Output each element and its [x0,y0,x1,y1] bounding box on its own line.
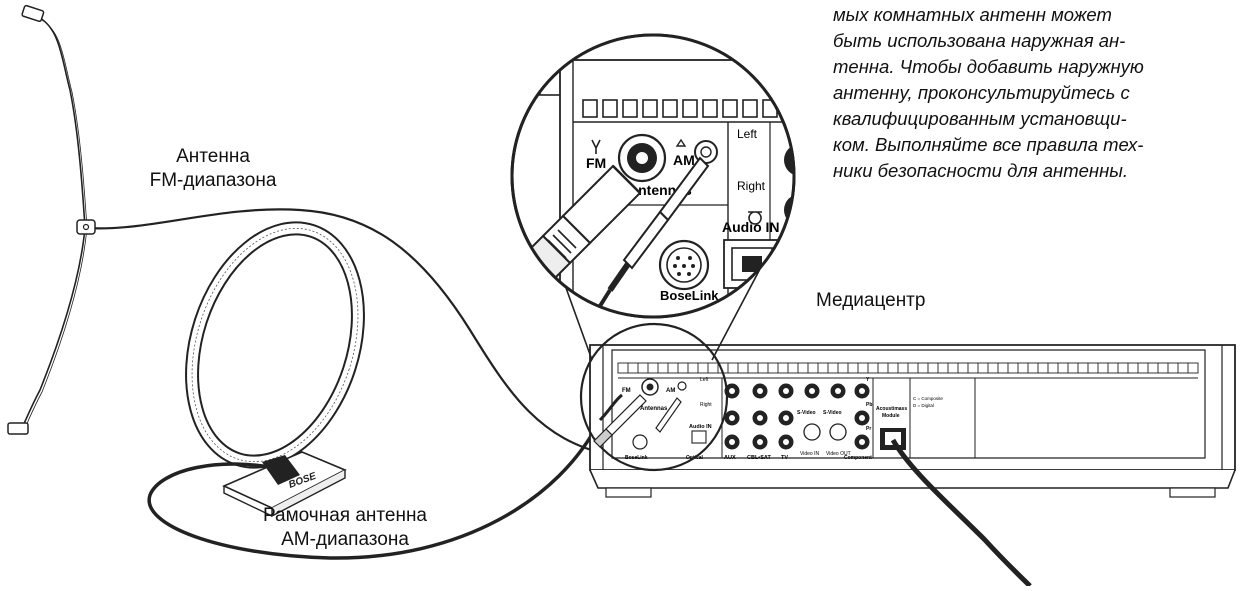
svg-text:AM: AM [666,388,675,394]
note-line: квалифицированным установщи- [833,108,1127,129]
magnified-audio-in-label: Audio IN [722,219,780,235]
magnified-panel: FM AM Antennas Left Right Audio IN [510,33,796,319]
am-loop-antenna: BOSE [185,221,365,518]
am-antenna-cable [147,419,602,560]
note-line: антенну, проконсультируйтесь с [833,82,1130,103]
svg-text:AUX: AUX [724,455,736,461]
am-antenna-label: Рамочная антенна AM-диапазона [210,504,480,552]
svg-text:BoseLink: BoseLink [625,455,648,461]
svg-text:Antennas: Antennas [640,406,668,412]
note-line: тенна. Чтобы добавить наружную [833,56,1144,77]
magnified-right-label: Right [737,179,766,193]
svg-text:Pb: Pb [866,402,872,408]
note-line: мых комнатных антенн может [833,4,1112,25]
fm-antenna-junction [76,219,96,235]
fm-antenna-end-bottom [7,422,29,435]
media-center-label: Медиацентр [816,290,926,311]
svg-text:S-Video: S-Video [823,410,842,416]
svg-text:Audio IN: Audio IN [689,424,712,430]
magnifier-small-circle [579,322,729,472]
svg-text:D = Digital: D = Digital [913,403,934,408]
fm-antenna [21,17,611,457]
magnified-am-label: AM [673,152,695,168]
svg-text:S-Video: S-Video [797,410,816,416]
svg-text:CBL•SAT: CBL•SAT [747,455,771,461]
magnified-boselink-label: BoseLink [660,288,719,303]
svg-text:Right: Right [700,402,712,408]
svg-text:Acoustimass: Acoustimass [876,406,907,412]
acoustimass-cable [890,438,1032,588]
small-plugs [593,394,682,448]
svg-text:C = Composite: C = Composite [913,396,943,401]
magnified-left-label: Left [737,127,758,141]
svg-text:FM: FM [622,388,631,394]
fm-antenna-label: Антенна FM-диапазона [138,145,288,193]
am-antenna-label-line-1: Рамочная антенна [262,505,427,526]
svg-text:Module: Module [882,413,900,419]
am-antenna-label-line-2: AM-диапазона [281,529,409,550]
note-line: ком. Выполняйте все правила тех- [833,134,1144,155]
antenna-note: мых комнатных антенн может быть использо… [833,2,1238,184]
magnified-fm-label: FM [586,155,606,171]
svg-text:TV: TV [781,455,788,461]
svg-text:Video IN: Video IN [800,451,819,457]
svg-text:Pr: Pr [866,426,871,432]
svg-text:Component: Component [844,455,872,461]
note-line: ники безопасности для антенны. [833,160,1129,181]
media-center-unit: FM AM Antennas Left Right Audio IN BoseL… [589,344,1236,498]
fm-antenna-label-line-2: FM-диапазона [149,170,277,191]
fm-antenna-end-top [21,4,45,23]
note-line: быть использована наружная ан- [833,30,1126,51]
fm-antenna-label-line-1: Антенна [176,146,250,167]
svg-text:Y: Y [866,377,870,383]
svg-text:Video OUT: Video OUT [826,451,851,457]
svg-text:Left: Left [700,377,709,383]
